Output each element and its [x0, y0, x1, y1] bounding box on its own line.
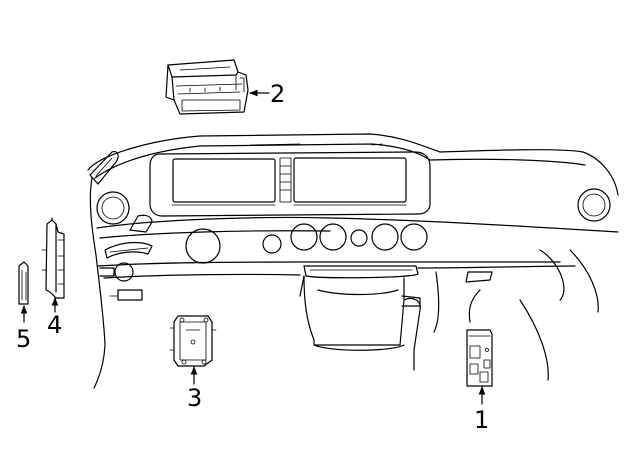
- part-2-module: [165, 59, 249, 115]
- callout-1: 1: [474, 406, 489, 434]
- callout-4: 4: [47, 311, 62, 339]
- dashboard-illustration: [87, 133, 619, 389]
- part-5-module: [18, 261, 29, 305]
- part-1-module: [466, 329, 493, 387]
- part-4-module: [41, 217, 65, 299]
- callout-3: 3: [187, 384, 202, 412]
- callout-5: 5: [16, 325, 31, 353]
- part-3-module: [169, 315, 217, 367]
- callout-leaders: [20, 89, 486, 405]
- callout-2: 2: [270, 80, 285, 108]
